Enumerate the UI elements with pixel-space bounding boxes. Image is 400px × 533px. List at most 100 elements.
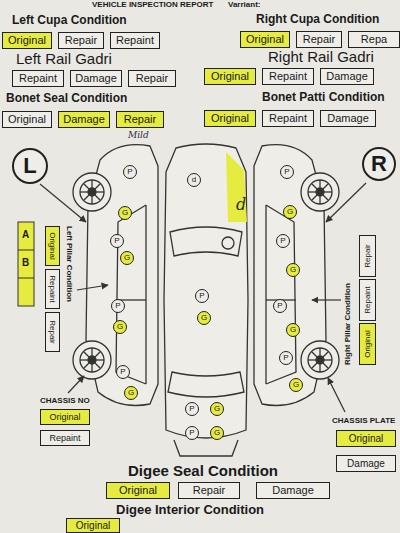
option-text: P [277, 302, 282, 310]
option-text: P [189, 405, 194, 413]
option-text: Damage [63, 114, 105, 125]
point-circle: G [210, 402, 224, 416]
point-circle: d [187, 173, 201, 187]
section-label: Bonet Seal Condition [6, 92, 127, 105]
section-label: CHASSIS PLATE [332, 417, 395, 426]
option-text: Damage [327, 113, 369, 124]
option-text: Repaint [49, 275, 57, 303]
option-text: Original [364, 330, 372, 358]
option-text: G [124, 254, 130, 262]
point-circle: P [185, 426, 199, 440]
point-circle: P [110, 234, 124, 248]
side-marker-circle: L [12, 148, 48, 184]
point-circle: P [116, 365, 130, 379]
section-label: d [236, 196, 246, 214]
point-circle: G [118, 206, 132, 220]
option-text: Original [8, 35, 46, 46]
option-text: Repair [303, 34, 335, 45]
section-label: Mild [128, 131, 149, 141]
option-text: Repair [193, 485, 225, 496]
section-label: Right Pillar Condition [344, 283, 353, 365]
point-circle: P [280, 165, 294, 179]
option-box: Repaint [262, 68, 314, 85]
option-text: P [120, 368, 125, 376]
section-label: Right Cupa Condition [256, 13, 379, 26]
option-text: Original [246, 34, 284, 45]
option-text: Repaint [19, 73, 57, 84]
option-box: Repair [116, 111, 164, 128]
pillar-group: OriginalRepaintRepairLeft Pillar Conditi… [42, 226, 74, 352]
option-text: P [284, 168, 289, 176]
leader-lines [40, 183, 366, 412]
option-box: Original [40, 409, 90, 425]
option-text: d [192, 176, 196, 184]
option-text: Repaint [49, 434, 80, 443]
point-circle: G [286, 323, 300, 337]
option-text: Repair [65, 35, 97, 46]
option-box: Repaint [45, 269, 60, 309]
option-box: Damage [320, 68, 374, 85]
point-circle: G [197, 311, 211, 325]
section-label: Digee Seal Condition [128, 463, 278, 480]
option-text: Original [49, 232, 57, 260]
option-box: Repair [178, 482, 240, 499]
option-box: Original [336, 430, 396, 447]
option-text: Repair [136, 73, 168, 84]
option-box: Original [45, 226, 60, 266]
option-text: Repair [49, 320, 57, 344]
option-text: Repaint [364, 286, 372, 314]
section-label: Right Rail Gadri [268, 49, 374, 66]
option-text: Damage [75, 73, 117, 84]
option-text: Repair [124, 114, 156, 125]
option-text: Damage [347, 459, 385, 469]
option-text: Repaint [269, 71, 307, 82]
option-text: P [280, 237, 285, 245]
option-text: G [290, 326, 296, 334]
option-box: Repair [45, 312, 60, 352]
option-box: Damage [58, 111, 110, 128]
option-text: G [128, 389, 134, 397]
option-text: P [127, 168, 132, 176]
option-box: Repaint [12, 70, 64, 87]
pillar-group: Original Repaint RepairRight Pillar Condit… [343, 235, 377, 365]
point-circle: G [124, 386, 138, 400]
option-box: Original [359, 323, 376, 365]
option-text: P [189, 429, 194, 437]
option-text: Repaint [116, 35, 154, 46]
option-text: G [293, 381, 299, 389]
option-text: Repair [364, 244, 372, 268]
point-circle: P [123, 165, 137, 179]
option-box: Original [106, 482, 170, 499]
point-circle: P [279, 351, 293, 365]
point-circle: P [273, 299, 287, 313]
option-text: G [117, 323, 123, 331]
point-circle: G [113, 320, 127, 334]
report-title: VEHICLE INSPECTION REPORT [92, 1, 213, 10]
point-circle: G [289, 378, 303, 392]
option-box: Repaint [359, 279, 376, 321]
option-text: G [201, 314, 207, 322]
option-box: Repair [58, 32, 104, 49]
option-text: G [214, 429, 220, 437]
section-label: Varriant: [228, 1, 260, 10]
option-text: P [114, 237, 119, 245]
section-label: Left Rail Gadri [16, 51, 112, 68]
section-label: B [22, 257, 29, 268]
point-circle: P [276, 234, 290, 248]
option-text: Original [49, 413, 80, 422]
option-text: P [199, 292, 204, 300]
option-box: Damage [70, 70, 122, 87]
option-text: P [115, 302, 120, 310]
point-circle: G [120, 251, 134, 265]
section-label: Digee Interior Condition [116, 503, 264, 517]
point-circle: G [210, 426, 224, 440]
option-text: Original [349, 434, 383, 444]
option-box: Original [66, 518, 120, 533]
top-view-car [164, 144, 248, 456]
option-text: L [23, 155, 36, 177]
section-label: Left Cupa Condition [12, 14, 127, 27]
point-circle: G [283, 205, 297, 219]
option-box: Repaint [40, 430, 90, 446]
option-text: G [287, 208, 293, 216]
option-text: Original [119, 485, 157, 496]
